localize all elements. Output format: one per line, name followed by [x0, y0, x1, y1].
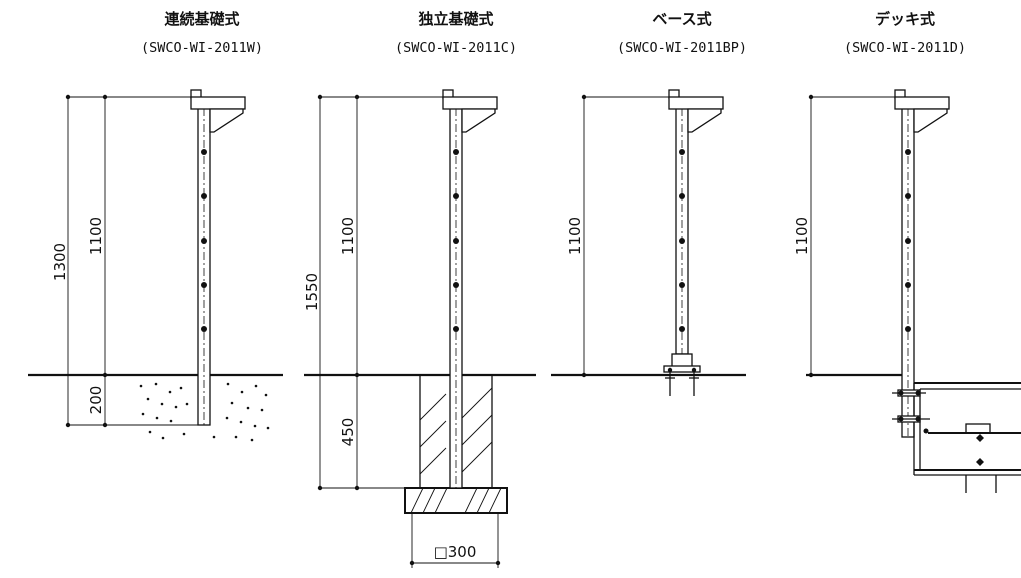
- panel-header-independent-foundation: 独立基礎式 (SWCO-WI-2011C): [395, 10, 517, 56]
- dim-above-ground: 1100: [793, 217, 811, 255]
- dim-footing-size: □300: [434, 543, 477, 561]
- dim-total-height: 1550: [303, 273, 321, 311]
- post-holes: [679, 149, 685, 332]
- title-deck-type: デッキ式: [875, 10, 935, 28]
- support-bracket: [913, 108, 948, 133]
- base-slab: [404, 487, 508, 514]
- panel-continuous-foundation: 1300 1100 200: [28, 89, 283, 442]
- dim-above-ground: 1100: [87, 217, 105, 255]
- code-continuous-foundation: (SWCO-WI-2011W): [141, 40, 263, 56]
- title-continuous-foundation: 連続基礎式: [164, 10, 239, 28]
- code-independent-foundation: (SWCO-WI-2011C): [395, 40, 517, 56]
- support-bracket: [461, 108, 496, 133]
- post-holes: [201, 149, 207, 332]
- top-rail: [894, 96, 950, 110]
- dim-above-ground: 1100: [339, 217, 357, 255]
- dim-above-ground: 1100: [566, 217, 584, 255]
- panel-header-deck-type: デッキ式 (SWCO-WI-2011D): [844, 10, 966, 56]
- panel-base-type: 1100: [551, 89, 746, 396]
- panel-header-continuous-foundation: 連続基礎式 (SWCO-WI-2011W): [141, 10, 263, 56]
- support-bracket: [687, 108, 722, 133]
- post-holes: [453, 149, 459, 332]
- panel-deck-type: 1100: [793, 89, 1021, 493]
- post-holes: [905, 149, 911, 332]
- dimension-lines: [65, 94, 198, 428]
- soil-hatch: [139, 382, 270, 442]
- dim-embedment: 450: [339, 418, 357, 447]
- dimension-lines: [317, 94, 501, 568]
- panel-header-base-type: ベース式 (SWCO-WI-2011BP): [617, 10, 747, 56]
- deck-mount-bracket: [892, 389, 930, 434]
- code-deck-type: (SWCO-WI-2011D): [844, 40, 966, 56]
- panel-independent-foundation: 1550 1100 450 □300: [303, 89, 536, 568]
- dim-total-height: 1300: [51, 243, 69, 281]
- top-rail: [442, 96, 498, 110]
- top-rail: [190, 96, 246, 110]
- title-base-type: ベース式: [652, 10, 711, 28]
- code-base-type: (SWCO-WI-2011BP): [617, 40, 747, 56]
- deck-structure: [913, 382, 1021, 493]
- dim-embedment: 200: [87, 386, 105, 415]
- top-rail: [668, 96, 724, 110]
- dimension-lines: [808, 94, 895, 378]
- support-bracket: [209, 108, 244, 133]
- dimension-lines: [581, 94, 669, 378]
- title-independent-foundation: 独立基礎式: [418, 10, 493, 28]
- base-plate: [663, 353, 701, 396]
